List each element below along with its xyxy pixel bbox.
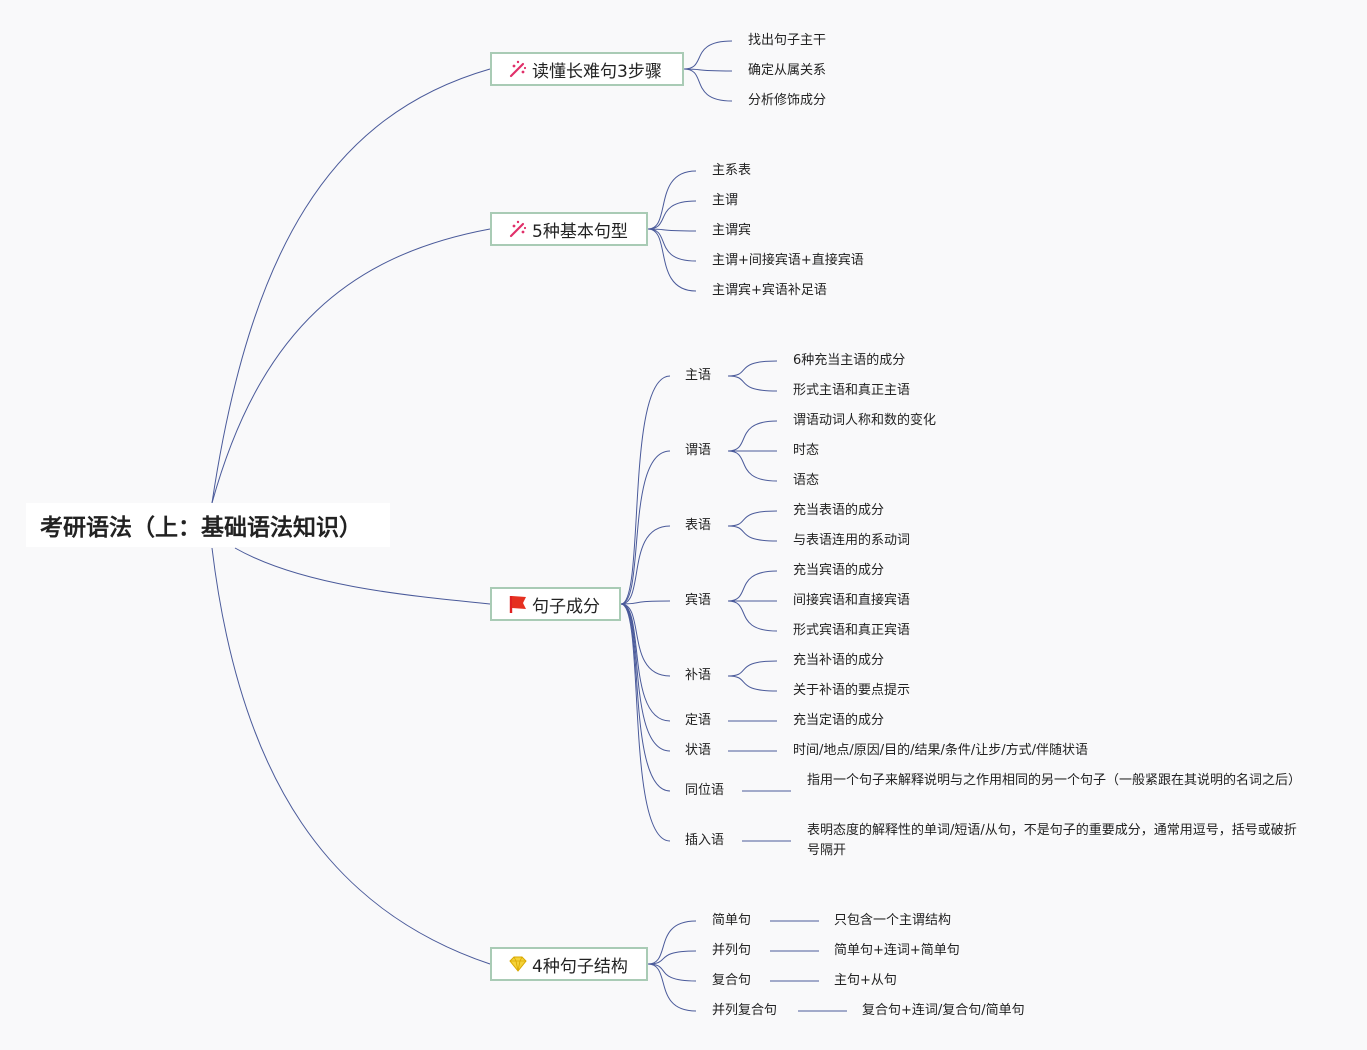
leaf-item[interactable]: 复合句+连词/复合句/简单句: [862, 1003, 1025, 1018]
leaf-item[interactable]: 充当宾语的成分: [793, 563, 885, 578]
connector-line: [620, 603, 671, 677]
leaf-item[interactable]: 只包含一个主谓结构: [834, 913, 952, 928]
leaf-item[interactable]: 指用一个句子来解释说明与之作用相同的另一个句子（一般紧跟在其说明的名词之后）: [807, 773, 1302, 788]
branch-title: 4种句子结构: [532, 956, 628, 977]
sparkle-icon: [508, 59, 528, 79]
connector-line: [620, 603, 671, 752]
group-label-parenthesis[interactable]: 插入语: [685, 833, 725, 848]
leaf-item[interactable]: 与表语连用的系动词: [793, 533, 911, 548]
group-label-compound[interactable]: 并列句: [712, 943, 752, 958]
leaf-item[interactable]: 关于补语的要点提示: [793, 683, 911, 698]
connector-line: [211, 68, 491, 504]
diamond-icon: [508, 954, 528, 974]
leaf-item[interactable]: 找出句子主干: [748, 33, 827, 48]
group-label-object[interactable]: 宾语: [685, 593, 712, 608]
leaf-item[interactable]: 形式主语和真正主语: [793, 383, 911, 398]
leaf-item[interactable]: 谓语动词人称和数的变化: [793, 413, 937, 428]
connector-line: [647, 228, 697, 292]
leaf-item[interactable]: 主谓宾+宾语补足语: [712, 283, 827, 298]
leaf-item[interactable]: 确定从属关系: [748, 63, 827, 78]
branch-reading-steps[interactable]: 读懂长难句3步骤: [490, 52, 684, 86]
connector-line: [647, 170, 697, 230]
connector-line: [683, 68, 733, 72]
connector-line: [211, 547, 491, 965]
connector-line: [727, 360, 778, 377]
connector-line: [647, 920, 697, 965]
branch-title: 5种基本句型: [532, 221, 628, 242]
group-label-appositive[interactable]: 同位语: [685, 783, 725, 798]
branch-title: 读懂长难句3步骤: [532, 61, 662, 82]
leaf-item[interactable]: 充当表语的成分: [793, 503, 885, 518]
branch-sentence-structures[interactable]: 4种句子结构: [490, 947, 648, 981]
connector-line: [727, 600, 778, 632]
connector-line: [647, 200, 697, 230]
group-label-complement[interactable]: 补语: [685, 668, 712, 683]
leaf-item[interactable]: 主谓: [712, 193, 739, 208]
connector-line: [620, 375, 671, 605]
leaf-item[interactable]: 充当定语的成分: [793, 713, 885, 728]
connector-line: [727, 570, 778, 602]
connector-line: [620, 450, 671, 605]
branch-sentence-components[interactable]: 句子成分: [490, 587, 621, 621]
connector-line: [647, 950, 697, 965]
connector-line: [727, 375, 778, 392]
leaf-item[interactable]: 时间/地点/原因/目的/结果/条件/让步/方式/伴随状语: [793, 743, 1089, 758]
leaf-item[interactable]: 主谓宾: [712, 223, 752, 238]
connector-line: [620, 603, 671, 842]
leaf-item[interactable]: 6种充当主语的成分: [793, 353, 906, 368]
leaf-item[interactable]: 主谓+间接宾语+直接宾语: [712, 253, 864, 268]
group-label-complex[interactable]: 复合句: [712, 973, 752, 988]
branch-title: 句子成分: [532, 596, 600, 617]
root-topic[interactable]: 考研语法（上：基础语法知识）: [26, 503, 390, 547]
leaf-item[interactable]: 形式宾语和真正宾语: [793, 623, 911, 638]
connector-line: [647, 963, 697, 982]
leaf-item[interactable]: 主系表: [712, 163, 752, 178]
group-label-predicate[interactable]: 谓语: [685, 443, 712, 458]
group-label-predicative[interactable]: 表语: [685, 518, 712, 533]
connector-line: [211, 228, 491, 504]
connector-line: [727, 525, 778, 542]
leaf-item[interactable]: 语态: [793, 473, 820, 488]
leaf-item[interactable]: 主句+从句: [834, 973, 897, 988]
red-flag-icon: [508, 594, 528, 614]
connector-line: [727, 420, 778, 452]
root-title: 考研语法（上：基础语法知识）: [40, 515, 362, 541]
group-label-subject[interactable]: 主语: [685, 368, 712, 383]
connector-line: [727, 450, 778, 482]
connector-line: [647, 963, 697, 1012]
group-label-simple[interactable]: 简单句: [712, 913, 752, 928]
connector-line: [683, 68, 733, 102]
leaf-item[interactable]: 充当补语的成分: [793, 653, 885, 668]
branch-sentence-patterns[interactable]: 5种基本句型: [490, 212, 648, 246]
group-label-adverbial[interactable]: 状语: [685, 743, 712, 758]
leaf-item[interactable]: 时态: [793, 443, 820, 458]
leaf-item[interactable]: 分析修饰成分: [748, 93, 827, 108]
connector-line: [727, 675, 778, 692]
leaf-item[interactable]: 简单句+连词+简单句: [834, 943, 960, 958]
connector-line: [620, 525, 671, 605]
leaf-item[interactable]: 表明态度的解释性的单词/短语/从句，不是句子的重要成分，通常用逗号，括号或破折号…: [807, 823, 1297, 858]
group-label-attributive[interactable]: 定语: [685, 713, 712, 728]
connector-line: [647, 228, 697, 262]
connector-line: [620, 603, 671, 792]
connector-line: [647, 228, 697, 232]
sparkle-icon: [508, 219, 528, 239]
connector-line: [727, 660, 778, 677]
connector-line: [683, 40, 733, 70]
connector-line: [234, 547, 491, 605]
group-label-compound-complex[interactable]: 并列复合句: [712, 1003, 778, 1018]
leaf-item[interactable]: 间接宾语和直接宾语: [793, 593, 911, 608]
connector-line: [620, 600, 671, 605]
connector-line: [727, 510, 778, 527]
